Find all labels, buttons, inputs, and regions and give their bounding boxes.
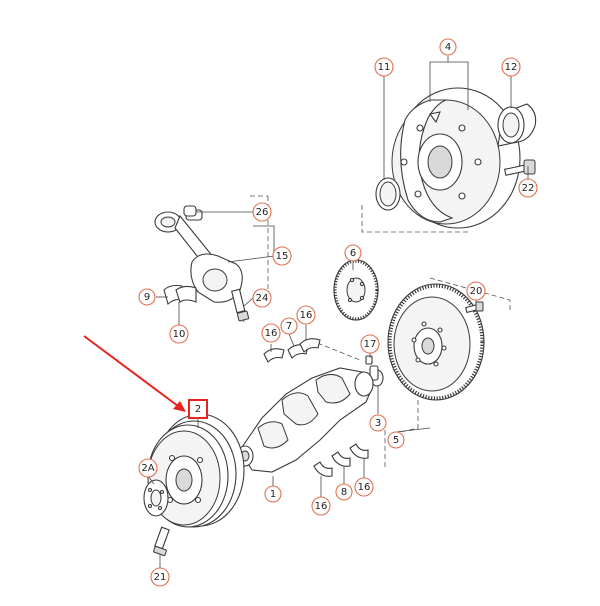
main-bearing-shells-upper [263,338,321,363]
callout-label: 17 [364,339,377,350]
callout-c15: 15 [272,246,292,266]
callout-c24: 24 [252,288,272,308]
crankshaft [236,367,374,473]
highlight-arrow [83,335,186,412]
callout-circle [261,323,281,343]
highlight-box [188,399,208,419]
flywheel [387,283,485,401]
callout-label: 26 [256,207,269,218]
callout-circle [344,244,362,262]
dowel-pin [365,355,373,365]
pulley-hub [143,479,169,517]
callout-label: 7 [286,321,292,332]
callout-c6: 6 [344,244,362,262]
callout-label: 3 [375,418,381,429]
callout-c16b: 16 [296,305,316,325]
callout-c16c: 16 [311,496,331,516]
drive-plate [333,259,379,321]
callout-circle [252,288,272,308]
callout-badges: 4 11 12 22 26 15 6 9 24 10 16 7 16 20 17 3 5 2 2A 1 16 8 16 21 [138,38,538,587]
rod-bearing-shells [163,284,197,306]
connecting-rod [154,209,243,303]
callout-circle [439,38,457,56]
callout-c16a: 16 [261,323,281,343]
callout-label: 2 [195,404,201,415]
main-bearing-shells-lower [313,443,369,477]
callout-circle [296,305,316,325]
callout-circle [280,317,298,335]
callout-c2a: 2A [138,458,158,478]
callout-circle [264,485,282,503]
flywheel-bolt-20 [465,301,484,314]
callout-label: 8 [341,487,347,498]
callout-circle [501,57,521,77]
callout-label: 11 [378,62,391,73]
callout-circle [374,57,394,77]
callout-label: 2A [141,463,154,474]
callout-c12: 12 [501,57,521,77]
callout-label: 10 [173,329,186,340]
callout-c26: 26 [252,202,272,222]
callout-circle [466,281,486,301]
callout-c17: 17 [360,334,380,354]
needle-bearing [497,103,537,147]
callout-label: 12 [505,62,518,73]
pulley-bolt [153,526,170,557]
callout-circle [387,431,405,449]
callout-label: 4 [445,42,451,53]
callout-circle [272,246,292,266]
callout-label: 21 [154,572,167,583]
flywheel-bolt [503,159,536,176]
callout-circle [518,178,538,198]
callout-c2: 2 [188,399,208,419]
rod-bolt [231,288,250,323]
callout-c9: 9 [138,288,156,306]
callout-c3: 3 [369,414,387,432]
callout-circle [252,202,272,222]
callout-c16d: 16 [354,477,374,497]
callout-c4: 4 [439,38,457,56]
callout-circle [311,496,331,516]
callout-label: 20 [470,286,483,297]
callout-circle [354,477,374,497]
callout-label: 6 [350,248,356,259]
callout-circle [169,324,189,344]
callout-c8: 8 [335,483,353,501]
callout-circle [369,414,387,432]
callout-label: 24 [256,293,269,304]
callout-c7: 7 [280,317,298,335]
callout-c22: 22 [518,178,538,198]
piston-pin [183,205,197,217]
callout-circle [138,288,156,306]
callout-c11: 11 [374,57,394,77]
callout-label: 15 [276,251,289,262]
callout-label: 16 [265,328,278,339]
callout-label: 16 [300,310,313,321]
callout-c20: 20 [466,281,486,301]
callout-label: 16 [315,501,328,512]
callout-label: 1 [270,489,276,500]
callout-circle [335,483,353,501]
callout-label: 9 [144,292,150,303]
callout-circle [150,567,170,587]
callout-circle [138,458,158,478]
seal-ring [375,177,401,211]
callout-c1: 1 [264,485,282,503]
callout-c21: 21 [150,567,170,587]
dual-mass-flywheel [391,87,521,229]
callout-label: 16 [358,482,371,493]
callout-circle [360,334,380,354]
callout-c10: 10 [169,324,189,344]
callout-c5: 5 [387,431,405,449]
callout-label: 22 [522,183,535,194]
callout-label: 5 [393,435,399,446]
